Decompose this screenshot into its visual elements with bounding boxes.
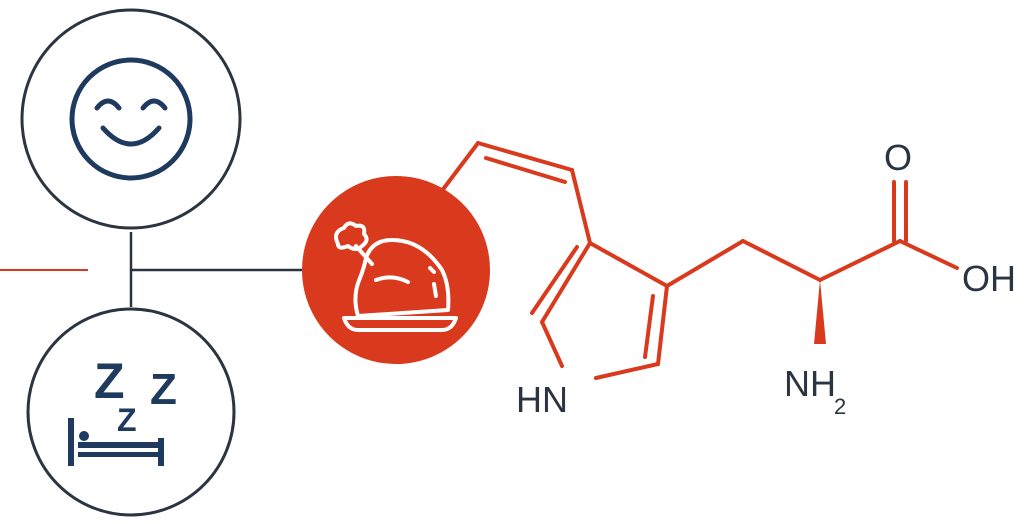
food-circle [302, 176, 490, 364]
atom-oxygen: O [884, 137, 912, 178]
atom-amine: NH [784, 363, 836, 404]
sleep-circle: Z Z Z [26, 307, 236, 517]
atom-amine-subscript: 2 [834, 394, 846, 419]
tryptophan-molecule [436, 141, 959, 380]
sleep-z-large-right: Z [150, 365, 177, 414]
sleep-z-small: Z [117, 402, 137, 438]
smiley-face-icon [69, 57, 193, 181]
atom-hydroxyl: OH [962, 258, 1016, 299]
sleep-z-large-left: Z [94, 353, 125, 409]
stereo-wedge-bond [814, 280, 826, 344]
connector-lines [129, 232, 302, 307]
atom-indole-nh: HN [516, 379, 568, 420]
mood-circle [20, 8, 242, 230]
sleep-bed-icon: Z Z Z [68, 353, 177, 466]
roast-turkey-icon [334, 221, 458, 332]
